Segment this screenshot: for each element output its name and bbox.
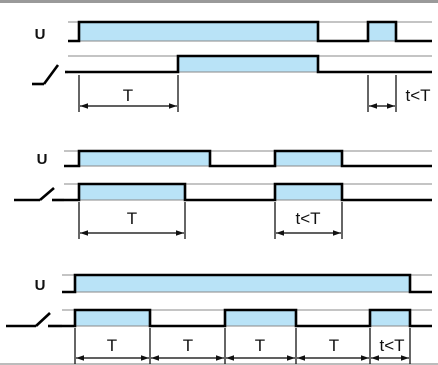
d2-segment-label-2: t<T: [295, 209, 320, 228]
d2-supply-label: U: [37, 151, 48, 168]
top-border: [0, 0, 438, 3]
d3-segment-label-4: T: [329, 336, 339, 355]
d3-contact-waveform: [62, 308, 432, 328]
d3-contact-pulse-fill-3: [370, 310, 410, 326]
d3-supply-pulse-fill-1: [75, 275, 410, 292]
d1-contact-waveform: [68, 54, 432, 74]
d2-contact-pulse-fill-1: [79, 184, 185, 200]
d2-switch-contact-icon: [14, 187, 64, 202]
d1-switch-contact-icon: [32, 64, 68, 86]
d3-switch-contact-icon: [6, 312, 62, 328]
bottom-border: [0, 363, 438, 365]
d1-supply-waveform: [68, 20, 432, 43]
d3-contact-pulse-fill-2: [225, 310, 296, 326]
d2-supply-pulse-fill-1: [79, 151, 210, 166]
d3-segment-label-1: T: [107, 336, 117, 355]
d3-segment-label-3: T: [255, 336, 265, 355]
d2-supply-pulse-fill-2: [275, 151, 342, 166]
d1-supply-label: U: [35, 26, 46, 43]
d3-contact-pulse-fill-1: [75, 310, 150, 326]
d2-contact-pulse-fill-2: [275, 184, 342, 200]
d2-segment-label-1: T: [127, 209, 137, 228]
d3-segment-label-5: t<T: [379, 336, 404, 355]
d2-supply-waveform: [64, 149, 432, 168]
d3-supply-label: U: [35, 277, 46, 294]
d2-contact-waveform: [64, 182, 432, 202]
d1-segment-label-1: T: [123, 86, 133, 105]
d1-contact-pulse-fill-1: [178, 56, 318, 72]
d1-segment-label-2: t<T: [405, 86, 430, 105]
d1-supply-pulse-fill-2: [368, 22, 396, 41]
d3-segment-label-2: T: [183, 336, 193, 355]
d3-supply-waveform: [62, 273, 432, 294]
d1-supply-pulse-fill-1: [79, 22, 318, 41]
